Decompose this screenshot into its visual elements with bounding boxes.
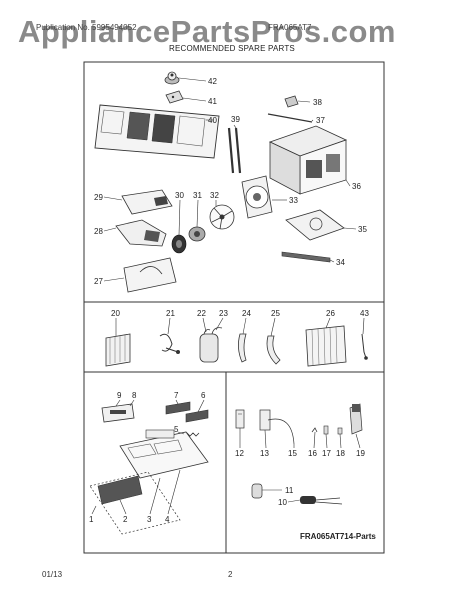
callout-2: 2 xyxy=(123,515,128,524)
callout-33: 33 xyxy=(289,196,298,205)
callout-19: 19 xyxy=(356,449,365,458)
part-2-filter xyxy=(97,475,143,505)
part-16-17-18-components xyxy=(311,425,343,435)
part-6-display xyxy=(185,409,209,423)
parts-label: FRA065AT714-Parts xyxy=(300,532,376,541)
part-22-23-compressor xyxy=(199,327,223,363)
part-3-4-front-panel xyxy=(119,429,209,479)
part-26-condenser-coil xyxy=(305,325,347,367)
part-7-display xyxy=(165,401,191,415)
part-36-cabinet xyxy=(268,125,348,195)
callout-26: 26 xyxy=(326,309,335,318)
part-40-front-grille xyxy=(94,104,220,159)
callout-4: 4 xyxy=(165,515,170,524)
part-25-tube xyxy=(266,335,281,365)
callout-12: 12 xyxy=(235,449,244,458)
callout-24: 24 xyxy=(242,309,251,318)
callout-28: 28 xyxy=(94,227,103,236)
callout-21: 21 xyxy=(166,309,175,318)
callout-20: 20 xyxy=(111,309,120,318)
callout-13: 13 xyxy=(260,449,269,458)
diagram-frame xyxy=(83,61,385,554)
publication-number: Publication No. 5995494052 xyxy=(36,23,137,32)
part-19-bracket xyxy=(349,403,363,435)
callout-39: 39 xyxy=(231,115,240,124)
callout-36: 36 xyxy=(352,182,361,191)
part-27-drain-pan xyxy=(123,257,177,293)
callout-34: 34 xyxy=(336,258,345,267)
callout-6: 6 xyxy=(201,391,206,400)
callout-29: 29 xyxy=(94,193,103,202)
part-38-clip xyxy=(284,95,299,108)
callout-42: 42 xyxy=(208,77,217,86)
callout-40: 40 xyxy=(208,116,217,125)
callout-15: 15 xyxy=(288,449,297,458)
part-10-power-cord xyxy=(300,496,343,505)
callout-25: 25 xyxy=(271,309,280,318)
callout-5: 5 xyxy=(174,425,179,434)
page-subtitle: RECOMMENDED SPARE PARTS xyxy=(169,44,295,53)
callout-7: 7 xyxy=(174,391,179,400)
callout-11: 11 xyxy=(285,486,294,495)
callout-41: 41 xyxy=(208,97,217,106)
part-41-bracket xyxy=(165,90,184,104)
part-24-tube xyxy=(238,333,247,363)
part-31-motor xyxy=(188,226,206,242)
part-21-tubing xyxy=(159,333,180,354)
part-29-top-cover xyxy=(121,189,173,215)
part-20-evaporator-coil xyxy=(105,333,131,367)
part-9-8-control-board xyxy=(101,403,135,423)
callout-3: 3 xyxy=(147,515,152,524)
page-number: 2 xyxy=(228,570,233,579)
part-33-fan-housing xyxy=(241,175,273,219)
callout-18: 18 xyxy=(336,449,345,458)
callout-37: 37 xyxy=(316,116,325,125)
part-37-rod xyxy=(267,113,313,123)
callout-1: 1 xyxy=(89,515,94,524)
part-28-scroll-housing xyxy=(115,219,167,247)
callout-31: 31 xyxy=(193,191,202,200)
callout-30: 30 xyxy=(175,191,184,200)
part-39-seal-strips xyxy=(227,127,242,174)
callout-43: 43 xyxy=(360,309,369,318)
callout-32: 32 xyxy=(210,191,219,200)
part-11-capacitor xyxy=(251,483,263,499)
callout-10: 10 xyxy=(278,498,287,507)
part-35-base-pan xyxy=(285,209,345,241)
part-32-fan-blade xyxy=(209,204,235,230)
watermark: AppliancePartsPros.com xyxy=(18,14,396,49)
part-42-knob xyxy=(164,71,180,85)
part-43-sensor xyxy=(361,333,368,360)
part-34-heater-strip xyxy=(281,251,331,263)
callout-22: 22 xyxy=(197,309,206,318)
callout-16: 16 xyxy=(308,449,317,458)
part-12-board xyxy=(235,409,245,429)
callout-17: 17 xyxy=(322,449,331,458)
callout-9: 9 xyxy=(117,391,122,400)
callout-35: 35 xyxy=(358,225,367,234)
part-15-harness xyxy=(267,418,295,445)
footer-date: 01/13 xyxy=(42,570,63,579)
callout-8: 8 xyxy=(132,391,137,400)
model-number: FRA065AT7 xyxy=(268,23,312,32)
part-1-front-frame xyxy=(89,471,181,535)
callout-27: 27 xyxy=(94,277,103,286)
callout-23: 23 xyxy=(219,309,228,318)
callout-38: 38 xyxy=(313,98,322,107)
part-30-blower-wheel xyxy=(171,234,187,254)
